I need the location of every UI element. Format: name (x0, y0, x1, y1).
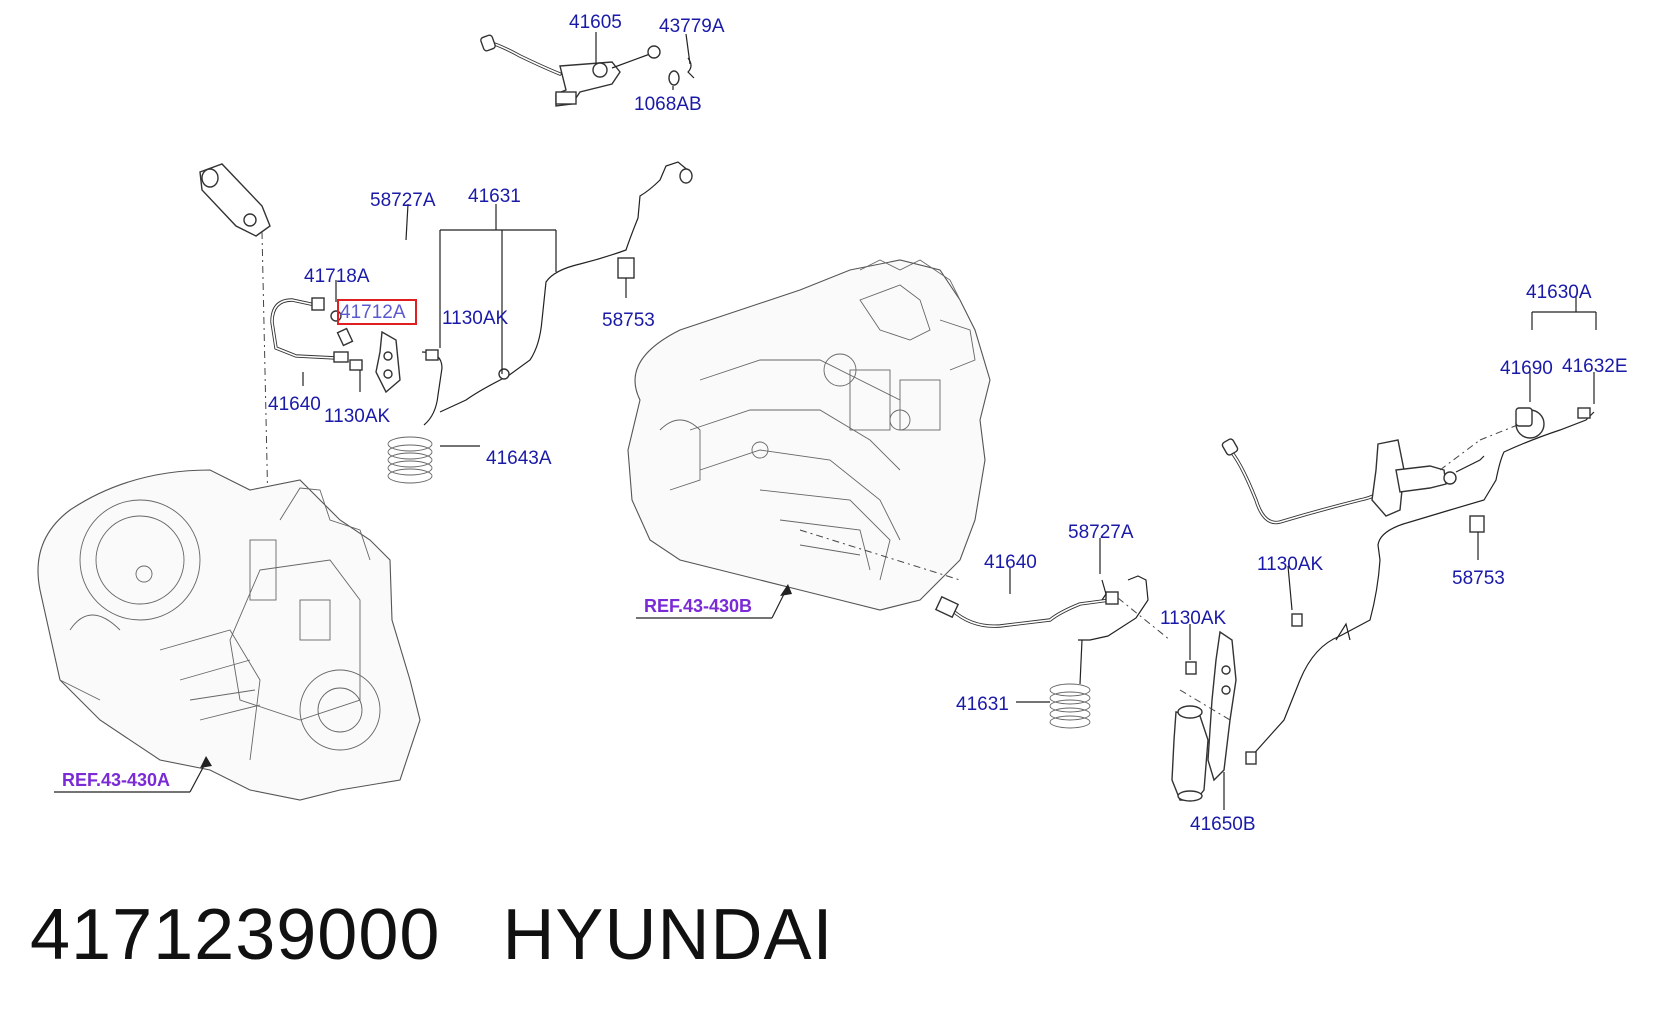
brand-name: HYUNDAI (502, 895, 834, 975)
clutch-pipe-left (387, 161, 693, 484)
clutch-hose-center (934, 575, 1171, 641)
label-41643A[interactable]: 41643A (486, 448, 552, 469)
label-41630A[interactable]: 41630A (1526, 282, 1592, 303)
label-41631-right[interactable]: 41631 (956, 694, 1009, 715)
clutch-master-cylinder (480, 34, 695, 107)
bracket-left (349, 330, 401, 394)
part-labels: 41605 43779A 1068AB 58727A 41631 41718A … (268, 12, 1628, 835)
transmission-center (627, 259, 991, 611)
label-58753-right[interactable]: 58753 (1452, 568, 1505, 589)
release-bearing-assembly (1171, 630, 1237, 802)
label-41631-left[interactable]: 41631 (468, 186, 521, 207)
label-41650B[interactable]: 41650B (1190, 814, 1256, 835)
label-41632E[interactable]: 41632E (1562, 356, 1628, 377)
highlight-box (337, 299, 417, 325)
clutch-hydraulic-diagram: 41605 43779A 1068AB 58727A 41631 41718A … (37, 12, 1628, 835)
label-1130AK-d[interactable]: 1130AK (1160, 608, 1227, 629)
leader-lines (54, 32, 1597, 810)
label-41640-left[interactable]: 41640 (268, 394, 321, 415)
clutch-pipe-right (1245, 411, 1595, 765)
label-1130AK-b[interactable]: 1130AK (324, 406, 391, 427)
ref-labels: REF.43-430A REF.43-430B (62, 596, 752, 790)
label-41640-right[interactable]: 41640 (984, 552, 1037, 573)
label-41605[interactable]: 41605 (569, 12, 622, 33)
label-58727A-left[interactable]: 58727A (370, 190, 436, 211)
label-58727A-right[interactable]: 58727A (1068, 522, 1134, 543)
release-cylinder-left (199, 163, 271, 511)
label-43779A[interactable]: 43779A (659, 16, 725, 37)
label-1068AB[interactable]: 1068AB (634, 94, 702, 115)
coil-center (1049, 639, 1091, 729)
label-41718A[interactable]: 41718A (304, 266, 370, 287)
label-41712A[interactable]: 41712A (340, 302, 406, 323)
transmission-left (37, 469, 421, 801)
ref-43-430A[interactable]: REF.43-430A (62, 770, 170, 790)
label-58753-left[interactable]: 58753 (602, 310, 655, 331)
label-41690[interactable]: 41690 (1500, 358, 1553, 379)
ref-43-430B[interactable]: REF.43-430B (644, 596, 752, 616)
clutch-master-right (1221, 407, 1591, 525)
label-1130AK-c[interactable]: 1130AK (1257, 554, 1324, 575)
coil-left (387, 436, 433, 484)
part-number: 4171239000 (30, 895, 441, 975)
caption: 4171239000 HYUNDAI (30, 890, 833, 980)
label-1130AK-a[interactable]: 1130AK (442, 308, 509, 329)
